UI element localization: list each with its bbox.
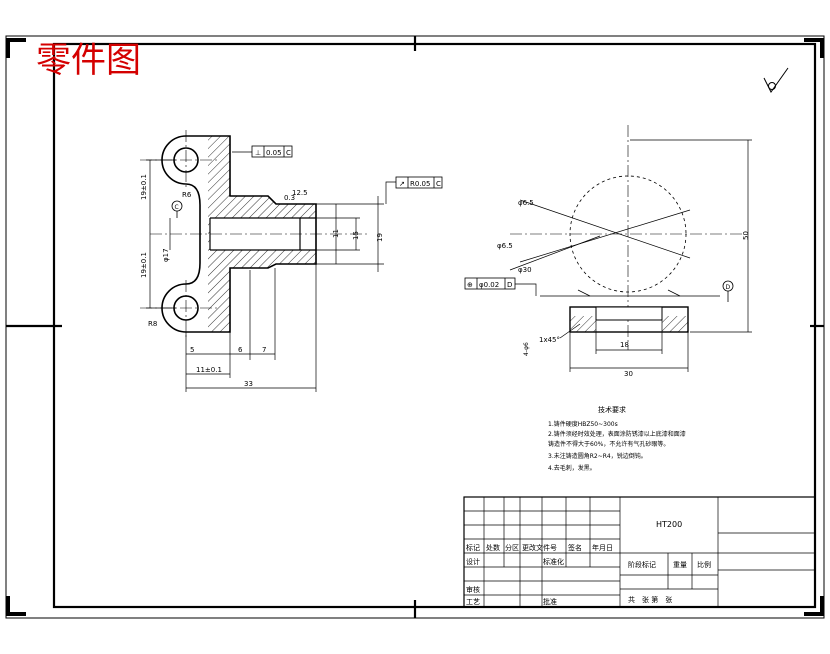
tb-design: 设计 xyxy=(466,557,480,566)
dim-chamfer-45: 1x45° xyxy=(539,336,560,344)
dim-11-len: 11±0.1 xyxy=(196,366,222,374)
svg-text:⊥: ⊥ xyxy=(255,149,261,157)
tb-mark: 标记 xyxy=(466,543,480,552)
tb-scale: 比例 xyxy=(697,560,711,569)
dim-holes: 4-φ6 xyxy=(523,342,530,356)
svg-text:0.05: 0.05 xyxy=(266,149,282,157)
tb-date: 年月日 xyxy=(592,543,613,552)
tech-requirements: 技术要求 1.铸件硬度HBZ50~300s 2.铸件须经时效处理，表面涂防锈漆以… xyxy=(548,405,686,472)
datum-d-marker: D xyxy=(722,280,734,302)
dim-r8: R8 xyxy=(148,320,157,328)
page-title: 零件图 xyxy=(36,41,141,81)
dim-height-50: 50 xyxy=(742,231,750,240)
title-block: HT200 标记 处数 分区 更改文件号 签名 年月日 设计 标准化 阶段标记 … xyxy=(463,496,816,608)
tb-sheets: 共 张 第 张 xyxy=(628,595,672,604)
tb-sign: 签名 xyxy=(568,543,582,552)
dim-5: 5 xyxy=(190,346,194,354)
material-label: HT200 xyxy=(656,520,682,529)
svg-text:φ0.02: φ0.02 xyxy=(479,281,499,289)
dim-width-30: 30 xyxy=(624,370,633,378)
tb-standard: 标准化 xyxy=(543,557,564,566)
svg-text:⊕: ⊕ xyxy=(467,281,473,289)
corner-marks xyxy=(6,38,824,616)
dim-6: 6 xyxy=(238,346,243,354)
tech-item-3: 铸造件不得大于60%，不允许有气孔砂眼等。 xyxy=(548,440,669,448)
dim-15: 15 xyxy=(352,231,360,240)
tb-check: 审核 xyxy=(466,585,480,594)
dim-7: 7 xyxy=(262,346,266,354)
dim-33: 33 xyxy=(244,380,253,388)
dim-19-top: 19±0.1 xyxy=(140,174,148,200)
svg-text:D: D xyxy=(507,281,512,289)
tolerance-frame-runout: ↗ R0.05 C xyxy=(385,176,443,204)
front-view: 19±0.1 19±0.1 φ17 11 15 19 5 6 7 11±0.1 … xyxy=(140,130,443,392)
dim-dia-30: φ30 xyxy=(518,266,532,274)
dim-chamfer: 0.3 xyxy=(284,194,295,202)
inner-frame xyxy=(52,42,817,609)
tech-item-4: 3.未注铸造圆角R2~R4，锐边倒钝。 xyxy=(548,452,647,460)
svg-text:C: C xyxy=(286,149,291,157)
svg-text:↗: ↗ xyxy=(399,180,405,188)
dim-11: 11 xyxy=(332,229,340,238)
svg-text:D: D xyxy=(726,284,731,291)
tb-weight: 重量 xyxy=(673,561,687,569)
svg-text:C: C xyxy=(436,180,441,188)
outer-frame xyxy=(5,35,825,619)
side-view: φ6.5 φ6.5 φ30 50 30 18 1 xyxy=(464,125,752,378)
tb-count: 处数 xyxy=(486,543,500,552)
tb-change-doc: 更改文件号 xyxy=(522,543,557,552)
svg-text:C: C xyxy=(175,204,179,211)
dim-dia-17: φ17 xyxy=(162,248,170,262)
centering-marks xyxy=(6,36,824,618)
tech-item-5: 4.去毛刺，发黑。 xyxy=(548,464,596,472)
part-outline xyxy=(161,135,317,333)
dim-19-bottom: 19±0.1 xyxy=(140,252,148,278)
svg-text:R0.05: R0.05 xyxy=(410,180,430,188)
dim-dia-65-b: φ6.5 xyxy=(497,242,513,250)
tb-zone: 分区 xyxy=(505,543,519,552)
tb-process: 工艺 xyxy=(466,598,480,606)
tolerance-frame-perpendicular: ⊥ 0.05 C xyxy=(232,145,293,158)
dim-r6: R6 xyxy=(182,191,192,199)
tech-item-2: 2.铸件须经时效处理，表面涂防锈漆以上底漆和面漆 xyxy=(548,430,686,438)
dim-19: 19 xyxy=(376,233,384,242)
tb-approve: 批准 xyxy=(543,597,557,606)
dim-dia-65-a: φ6.5 xyxy=(518,199,534,207)
pitch-circle xyxy=(569,175,687,293)
datum-c-marker: C xyxy=(171,200,183,218)
roughness-125: 12.5 xyxy=(292,189,308,197)
tech-heading: 技术要求 xyxy=(598,405,626,414)
roughness-general-icon xyxy=(763,67,789,93)
tolerance-frame-position: ⊕ φ0.02 D xyxy=(464,277,537,296)
dim-width-18: 18 xyxy=(620,341,629,349)
tb-stage-mark: 阶段标记 xyxy=(628,560,656,569)
tech-item-1: 1.铸件硬度HBZ50~300s xyxy=(548,420,618,428)
